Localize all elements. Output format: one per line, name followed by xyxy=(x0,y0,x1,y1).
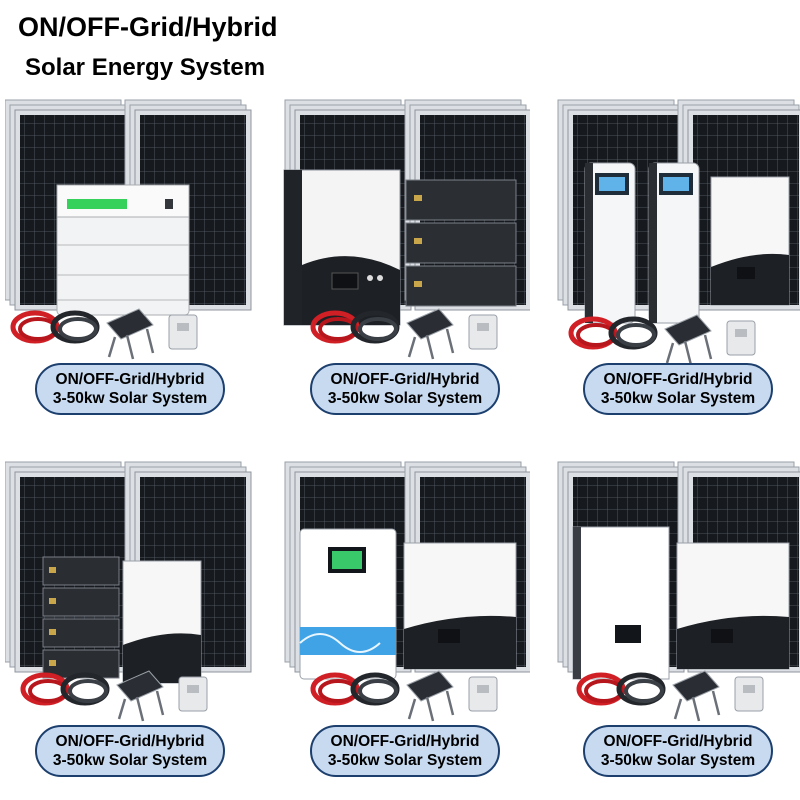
product-label-line1: ON/OFF-Grid/Hybrid xyxy=(603,732,753,750)
product-label-line2: 3-50kw Solar System xyxy=(52,390,208,407)
product-tile-4[interactable]: ON/OFF-Grid/Hybrid 3-50kw Solar System xyxy=(5,457,255,787)
product-label-1: ON/OFF-Grid/Hybrid 3-50kw Solar System xyxy=(35,363,225,415)
product-label-6: ON/OFF-Grid/Hybrid 3-50kw Solar System xyxy=(583,725,773,777)
product-label-line1: ON/OFF-Grid/Hybrid xyxy=(55,370,205,388)
page-subtitle: Solar Energy System xyxy=(25,54,266,81)
product-label-line2: 3-50kw Solar System xyxy=(327,390,483,407)
page-title: ON/OFF-Grid/Hybrid xyxy=(18,12,278,42)
product-label-line1: ON/OFF-Grid/Hybrid xyxy=(55,732,205,750)
product-label-line2: 3-50kw Solar System xyxy=(327,752,483,769)
product-tile-6[interactable]: ON/OFF-Grid/Hybrid 3-50kw Solar System xyxy=(553,457,800,787)
product-tile-1[interactable]: ON/OFF-Grid/Hybrid 3-50kw Solar System xyxy=(5,95,255,425)
product-label-4: ON/OFF-Grid/Hybrid 3-50kw Solar System xyxy=(35,725,225,777)
product-label-3: ON/OFF-Grid/Hybrid 3-50kw Solar System xyxy=(583,363,773,415)
product-tile-2[interactable]: ON/OFF-Grid/Hybrid 3-50kw Solar System xyxy=(280,95,530,425)
product-label-2: ON/OFF-Grid/Hybrid 3-50kw Solar System xyxy=(310,363,500,415)
product-image-1 xyxy=(5,99,252,370)
product-label-line1: ON/OFF-Grid/Hybrid xyxy=(603,370,753,388)
product-image-6 xyxy=(557,461,800,732)
product-label-line2: 3-50kw Solar System xyxy=(600,390,756,407)
product-label-line1: ON/OFF-Grid/Hybrid xyxy=(330,370,480,388)
product-label-line2: 3-50kw Solar System xyxy=(52,752,208,769)
product-image-5 xyxy=(284,461,530,732)
product-tile-3[interactable]: ON/OFF-Grid/Hybrid 3-50kw Solar System xyxy=(553,95,800,425)
product-image-3 xyxy=(557,99,800,370)
product-label-5: ON/OFF-Grid/Hybrid 3-50kw Solar System xyxy=(310,725,500,777)
product-image-4 xyxy=(5,461,252,732)
product-tile-5[interactable]: ON/OFF-Grid/Hybrid 3-50kw Solar System xyxy=(280,457,530,787)
product-image-2 xyxy=(283,99,530,370)
product-label-line2: 3-50kw Solar System xyxy=(600,752,756,769)
product-label-line1: ON/OFF-Grid/Hybrid xyxy=(330,732,480,750)
